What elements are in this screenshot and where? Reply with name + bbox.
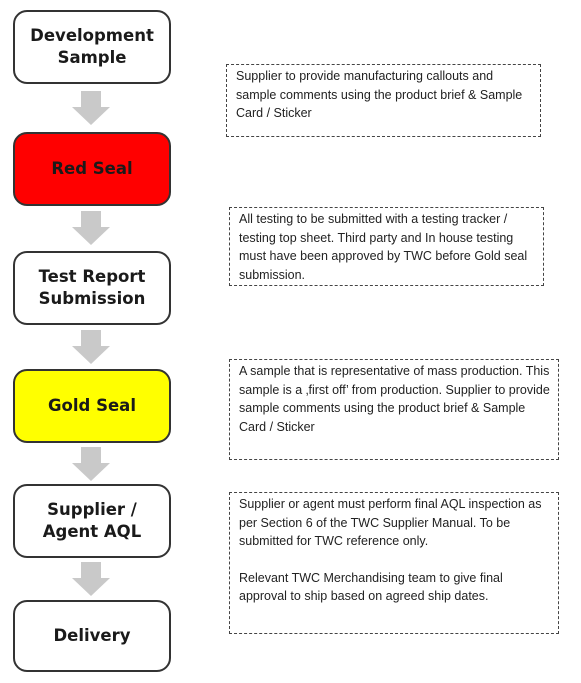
stage-test-report-submission: Test Report Submission — [13, 251, 171, 325]
note-gold-seal: A sample that is representative of mass … — [229, 359, 559, 460]
stage-label: Supplier / Agent AQL — [42, 500, 142, 541]
stage-label: Delivery — [53, 626, 131, 645]
stage-label: Test Report Submission — [38, 267, 146, 308]
note-text: All testing to be submitted with a testi… — [239, 212, 528, 282]
note-text: A sample that is representative of mass … — [239, 364, 550, 434]
down-arrow-icon — [72, 562, 110, 596]
stage-supplier-agent-aql: Supplier / Agent AQL — [13, 484, 171, 558]
stage-label: Gold Seal — [48, 396, 136, 415]
stage-label: Development Sample — [30, 26, 154, 67]
down-arrow-icon — [72, 330, 110, 364]
note-text: Supplier to provide manufacturing callou… — [236, 69, 523, 120]
note-text: Supplier or agent must perform final AQL… — [239, 497, 542, 548]
note-supplier-aql: Supplier or agent must perform final AQL… — [229, 492, 559, 634]
stage-red-seal: Red Seal — [13, 132, 171, 206]
note-text: Relevant TWC Merchandising team to give … — [239, 570, 503, 604]
down-arrow-icon — [72, 211, 110, 245]
stage-gold-seal: Gold Seal — [13, 369, 171, 443]
stage-label: Red Seal — [51, 159, 133, 178]
down-arrow-icon — [72, 91, 110, 125]
stage-development-sample: Development Sample — [13, 10, 171, 84]
down-arrow-icon — [72, 447, 110, 481]
stage-delivery: Delivery — [13, 600, 171, 672]
note-test-report: All testing to be submitted with a testi… — [229, 207, 544, 286]
note-development-sample: Supplier to provide manufacturing callou… — [226, 64, 541, 137]
